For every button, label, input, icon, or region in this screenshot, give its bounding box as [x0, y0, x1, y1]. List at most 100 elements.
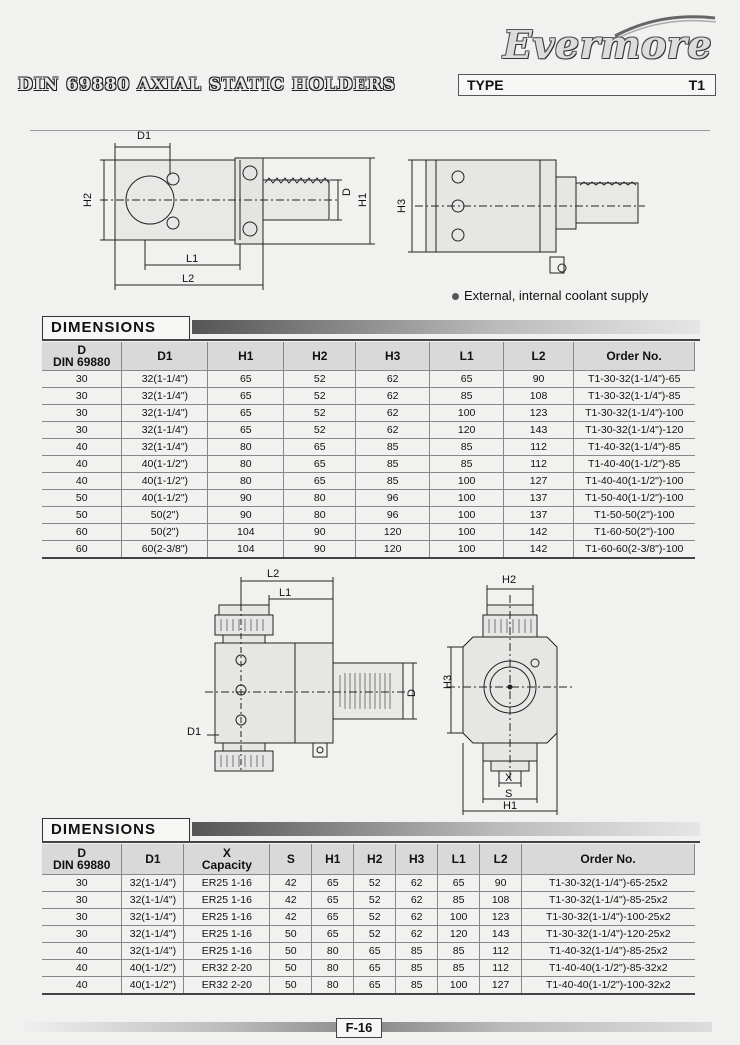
- table-cell: T1-40-32(1-1/4")-85: [573, 438, 695, 456]
- label-d1: D1: [137, 130, 151, 142]
- table-cell: T1-50-50(2")-100: [573, 506, 695, 524]
- logo-swoosh-icon: [614, 15, 717, 38]
- table-cell: 96: [355, 506, 430, 524]
- table-cell: 50: [269, 976, 312, 995]
- brand-logo: Evermore: [500, 10, 730, 70]
- label2-d1: D1: [187, 726, 201, 738]
- table-cell: T1-50-40(1-1/2")-100: [573, 489, 695, 507]
- table-cell: ER25 1-16: [183, 925, 270, 943]
- type-label: TYPE: [467, 77, 504, 93]
- table-cell: 85: [395, 976, 438, 995]
- header-divider: [30, 130, 710, 131]
- label2-s: S: [505, 788, 512, 800]
- table-cell: 42: [269, 874, 312, 892]
- table-cell: ER25 1-16: [183, 874, 270, 892]
- table-cell: 40(1-1/2"): [121, 976, 184, 995]
- label2-d: D: [406, 689, 418, 697]
- table-cell: 80: [283, 489, 356, 507]
- table-cell: 85: [437, 891, 480, 909]
- table-cell: T1-60-60(2-3/8")-100: [573, 540, 695, 559]
- table-cell: 42: [269, 908, 312, 926]
- section-underline: [42, 339, 700, 341]
- section-title: DIMENSIONS: [42, 818, 190, 842]
- table-cell: 40(1-1/2"): [121, 959, 184, 977]
- table-cell: 32(1-1/4"): [121, 421, 208, 439]
- table-cell: 65: [311, 874, 354, 892]
- table-cell: 100: [437, 976, 480, 995]
- table-cell: 42: [269, 891, 312, 909]
- table-cell: 52: [283, 404, 356, 422]
- section-underline: [42, 841, 700, 843]
- table-cell: 30: [42, 908, 122, 926]
- table-cell: 143: [479, 925, 522, 943]
- table-cell: T1-30-32(1-1/4")-100: [573, 404, 695, 422]
- table-cell: 137: [503, 489, 574, 507]
- header-bar: DIN 69880 AXIAL STATIC HOLDERS TYPE T1: [10, 74, 730, 96]
- table-cell: 65: [311, 908, 354, 926]
- table-cell: 65: [311, 925, 354, 943]
- table-cell: 104: [207, 540, 284, 559]
- label-d: D: [341, 188, 353, 196]
- dimensions-section-2: DIMENSIONS: [42, 818, 700, 844]
- table-cell: 137: [503, 506, 574, 524]
- table-cell: 50: [42, 506, 122, 524]
- table-cell: T1-30-32(1-1/4")-85: [573, 387, 695, 405]
- table-cell: 90: [207, 489, 284, 507]
- table-cell: 50(2"): [121, 506, 208, 524]
- table-cell: T1-30-32(1-1/4")-120: [573, 421, 695, 439]
- table-cell: 62: [395, 925, 438, 943]
- label-l1: L1: [186, 253, 198, 265]
- section-bar: [192, 320, 700, 334]
- table-cell: 85: [429, 387, 504, 405]
- page-title: DIN 69880 AXIAL STATIC HOLDERS: [18, 75, 396, 95]
- table-cell: 65: [207, 404, 284, 422]
- table-cell: 32(1-1/4"): [121, 438, 208, 456]
- coolant-note: External, internal coolant supply: [452, 288, 648, 303]
- bullet-icon: [452, 293, 459, 301]
- table-cell: 90: [283, 523, 356, 541]
- table-cell: ER25 1-16: [183, 942, 270, 960]
- table-cell: 112: [479, 959, 522, 977]
- table-cell: 40: [42, 438, 122, 456]
- brand-name: Evermore: [503, 22, 712, 67]
- label2-h2: H2: [502, 574, 516, 586]
- table-cell: 80: [207, 438, 284, 456]
- table-cell: 62: [395, 891, 438, 909]
- table-cell: 120: [437, 925, 480, 943]
- label2-l2: L2: [267, 568, 279, 580]
- table-cell: T1-40-40(1-1/2")-100-32x2: [521, 976, 695, 995]
- table-cell: 90: [503, 370, 574, 388]
- table-cell: 120: [355, 540, 430, 559]
- table-cell: 40: [42, 959, 122, 977]
- column-header: Order No.: [573, 342, 695, 371]
- table-cell: 143: [503, 421, 574, 439]
- table-cell: 100: [429, 523, 504, 541]
- column-header: D1: [121, 844, 185, 875]
- column-header: L1: [429, 342, 505, 371]
- table-cell: 62: [355, 421, 430, 439]
- table-cell: 62: [355, 404, 430, 422]
- table-cell: 142: [503, 523, 574, 541]
- table-cell: 52: [353, 874, 396, 892]
- table-cell: 40: [42, 976, 122, 995]
- table-cell: 52: [353, 908, 396, 926]
- dimensions-section-1: DIMENSIONS: [42, 316, 700, 342]
- table-cell: 100: [429, 472, 504, 490]
- table-cell: T1-40-32(1-1/4")-85-25x2: [521, 942, 695, 960]
- holder-drawing-double: L2 L1 D D1 H2 H3 X S: [187, 568, 573, 815]
- table-cell: 90: [207, 506, 284, 524]
- table-cell: 85: [429, 438, 504, 456]
- table-cell: 65: [283, 438, 356, 456]
- table-cell: 50: [269, 925, 312, 943]
- table-cell: 142: [503, 540, 574, 559]
- column-header: H2: [283, 342, 357, 371]
- table-cell: 32(1-1/4"): [121, 370, 208, 388]
